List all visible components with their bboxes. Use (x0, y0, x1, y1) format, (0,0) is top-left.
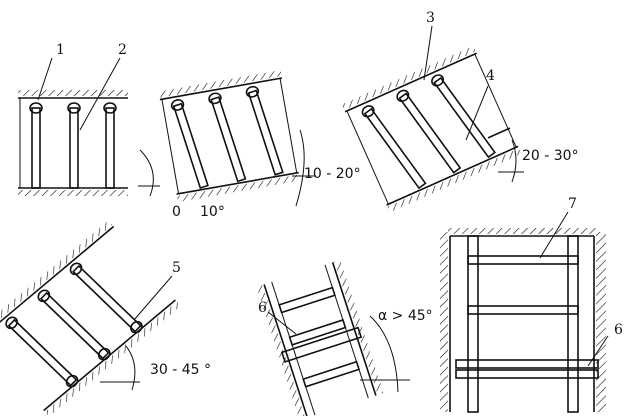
floor-hatch (387, 148, 522, 213)
rung (467, 255, 579, 265)
label-5: 5 (172, 260, 181, 276)
panel-10-20-degrees: 10 - 20° (158, 70, 361, 207)
prop (431, 74, 496, 159)
left-wall-hatch (440, 232, 448, 412)
label-4: 4 (486, 68, 495, 84)
label-1: 1 (56, 42, 65, 58)
right-wall-hatch (596, 232, 606, 412)
panel-20-30-degrees: 3 4 20 - 30° (341, 10, 579, 213)
rung-with-sill (455, 359, 599, 379)
prop (170, 99, 209, 189)
angle-label-30-45: 30 - 45 ° (150, 362, 211, 378)
label-6-b: 6 (614, 322, 623, 338)
roof-hatch (158, 70, 282, 98)
top-hatch (448, 228, 596, 234)
prop (37, 289, 111, 361)
floor-hatch (176, 174, 301, 202)
roof-hatch (0, 220, 113, 336)
prop-3 (103, 102, 117, 189)
rung (288, 318, 347, 346)
angle-arc (511, 139, 517, 183)
panel-vertical-shaft: 7 6 (440, 196, 623, 413)
angle-label-10: 10° (200, 204, 225, 220)
panel-over-45-degrees: 6 α > 45° (256, 259, 433, 416)
floor-hatch (44, 301, 181, 416)
label-3: 3 (426, 10, 435, 26)
angle-label-10-20: 10 - 20° (304, 166, 361, 182)
right-wall-hatch (334, 259, 384, 395)
prop (5, 316, 79, 388)
roof-hatch (341, 45, 476, 110)
angle-arc (295, 129, 305, 207)
rung (302, 360, 360, 388)
label-7: 7 (568, 196, 577, 212)
prop-2 (67, 102, 81, 189)
panel-30-45-degrees: 5 30 - 45 ° (0, 220, 211, 416)
prop (396, 89, 462, 174)
label-2: 2 (118, 42, 127, 58)
prop-1 (29, 102, 43, 189)
rung-with-sill (280, 326, 363, 363)
angle-label-over-45: α > 45° (378, 308, 433, 324)
angle-arc (125, 345, 136, 391)
prop (361, 105, 427, 190)
angle-label-0: 0 (172, 204, 181, 220)
left-rail (467, 235, 479, 413)
angle-arc (139, 149, 154, 197)
roof-hatch (18, 90, 128, 96)
rung (278, 286, 336, 314)
floor-hatch (18, 190, 128, 196)
angle-arc (369, 315, 399, 393)
prop (208, 92, 247, 183)
angle-label-20-30: 20 - 30° (522, 148, 579, 164)
panel-0-degrees: 1 2 0 10° (18, 42, 225, 220)
prop (245, 85, 284, 176)
rung (467, 305, 579, 315)
label-6-a: 6 (258, 300, 267, 316)
sill (487, 127, 511, 139)
prop (69, 262, 143, 334)
right-rail (567, 235, 579, 413)
left-wall-hatch (256, 285, 306, 416)
